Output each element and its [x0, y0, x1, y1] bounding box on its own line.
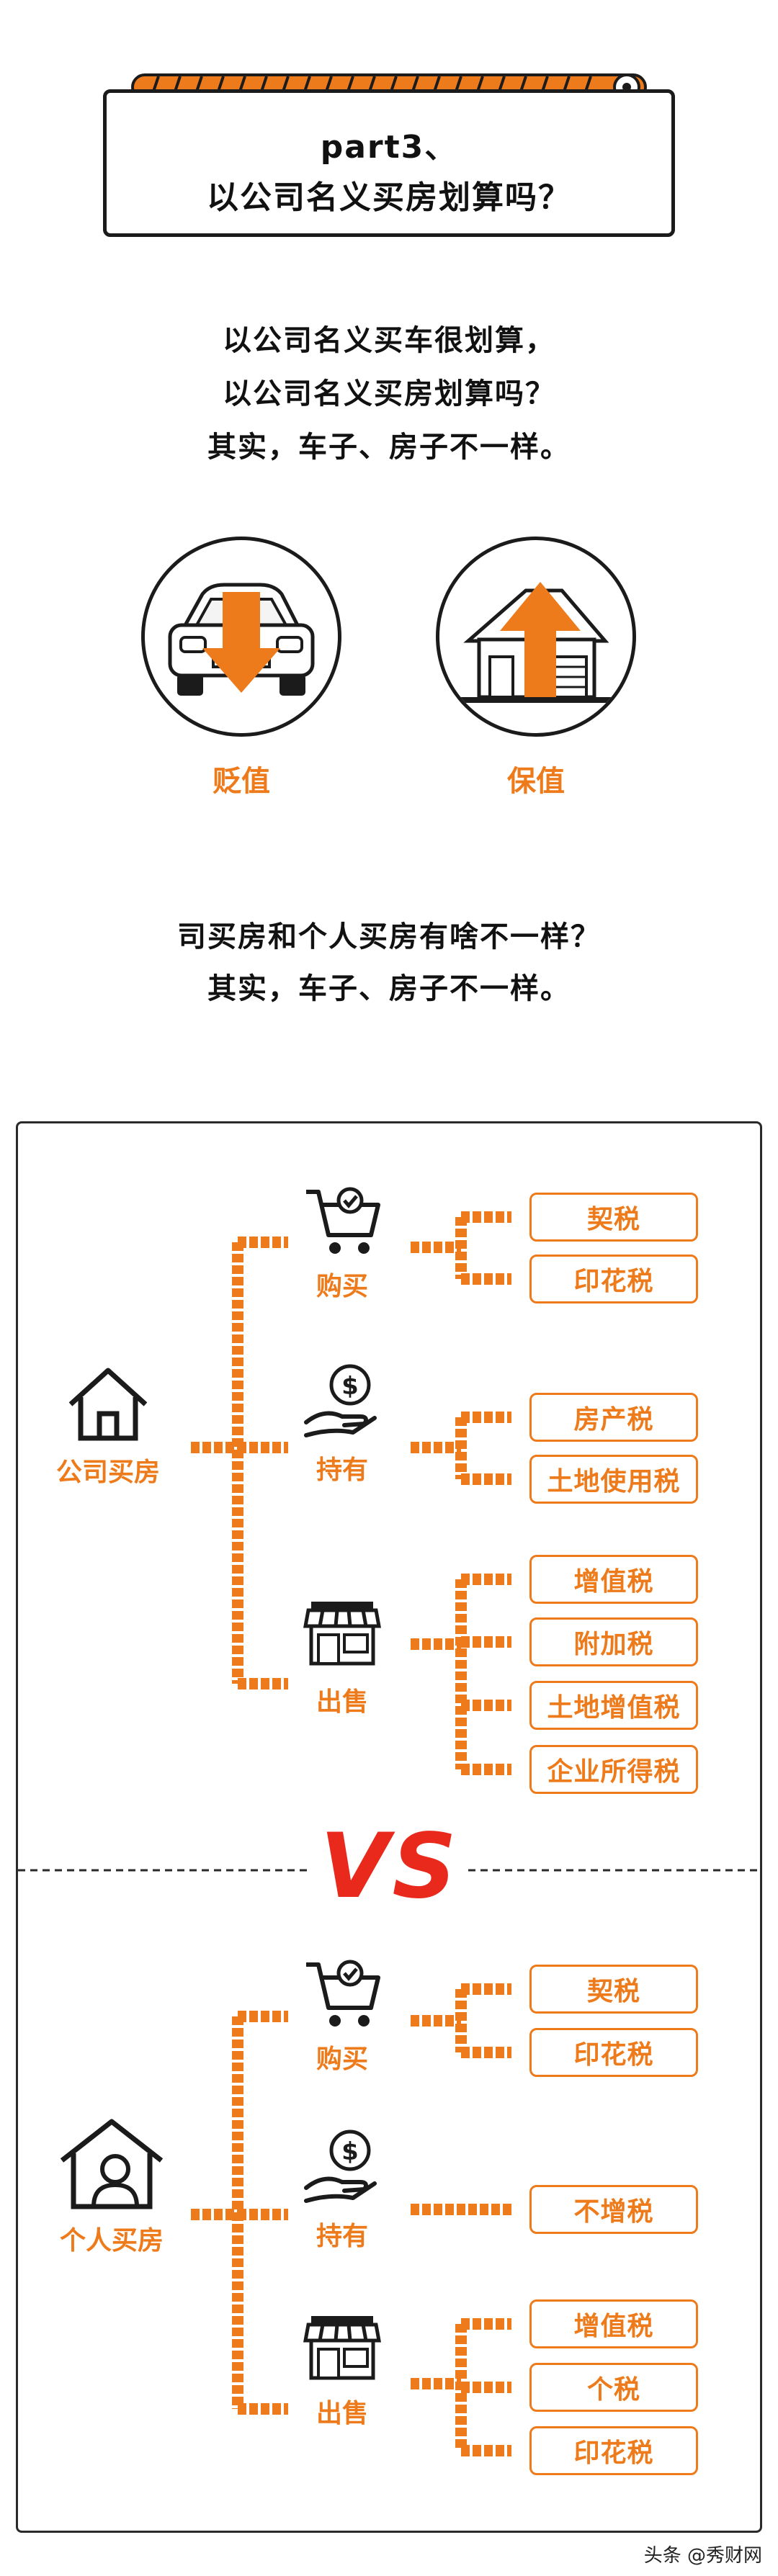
company-sell-tax-1: 增值税: [529, 1555, 698, 1604]
title-line-2: 以公司名义买房划算吗？: [207, 179, 571, 216]
middle-line-1: 司买房和个人买房有啥不一样？: [177, 920, 601, 953]
intro-line-1: 以公司名义买车很划算，: [223, 324, 555, 357]
money-hand-icon: $: [304, 2130, 377, 2203]
comparison-panel: [16, 1121, 762, 2533]
personal-sell-label: 出售: [316, 2399, 368, 2428]
intro-line-3: 其实，车子、房子不一样。: [207, 431, 571, 464]
svg-text:$: $: [341, 1372, 359, 1401]
car-label: 贬值: [213, 765, 270, 798]
company-hold-tax-1: 房产税: [529, 1393, 698, 1442]
car-circle: [141, 537, 341, 737]
person-house-icon: [60, 2119, 164, 2209]
company-sell-tax-2: 附加税: [529, 1617, 698, 1666]
company-hold-label: 持有: [316, 1455, 368, 1485]
middle-line-2: 其实，车子、房子不一样。: [207, 972, 571, 1005]
personal-hold-tax-1: 不增税: [529, 2185, 698, 2234]
personal-root-label: 个人买房: [59, 2226, 164, 2256]
personal-buy-tax-1: 契税: [529, 1965, 698, 2014]
personal-hold-label: 持有: [316, 2222, 368, 2251]
company-buy-tax-2: 印花税: [529, 1255, 698, 1303]
title-box: [103, 89, 675, 237]
company-sell-tax-3: 土地增值税: [529, 1681, 698, 1730]
personal-sell-tax-1: 增值税: [529, 2299, 698, 2348]
house-circle: [436, 537, 636, 737]
watermark: 头条 @秀财网: [643, 2545, 762, 2567]
shop-icon: [303, 2316, 381, 2380]
personal-buy-label: 购买: [316, 2045, 368, 2074]
vs-text: VS: [320, 1815, 460, 1918]
title-line-1: part3、: [320, 129, 458, 166]
house-label: 保值: [507, 765, 565, 798]
company-buy-tax-1: 契税: [529, 1193, 698, 1242]
personal-sell-tax-3: 印花税: [529, 2426, 698, 2475]
money-hand-icon: $: [304, 1364, 377, 1437]
car-icon: [168, 583, 315, 696]
shop-icon: [303, 1602, 381, 1666]
company-sell-tax-4: 企业所得税: [529, 1745, 698, 1794]
cart-icon: [306, 1187, 380, 1254]
personal-sell-tax-2: 个税: [529, 2363, 698, 2412]
company-root-label: 公司买房: [55, 1458, 160, 1487]
personal-buy-tax-2: 印花税: [529, 2028, 698, 2077]
svg-text:$: $: [341, 2137, 359, 2166]
company-hold-tax-2: 土地使用税: [529, 1455, 698, 1504]
intro-line-2: 以公司名义买房划算吗？: [223, 377, 555, 410]
company-sell-label: 出售: [316, 1687, 368, 1717]
cart-icon: [306, 1960, 380, 2027]
company-buy-label: 购买: [316, 1272, 368, 1301]
company-house-icon: [68, 1368, 148, 1441]
house-icon: [461, 582, 612, 703]
